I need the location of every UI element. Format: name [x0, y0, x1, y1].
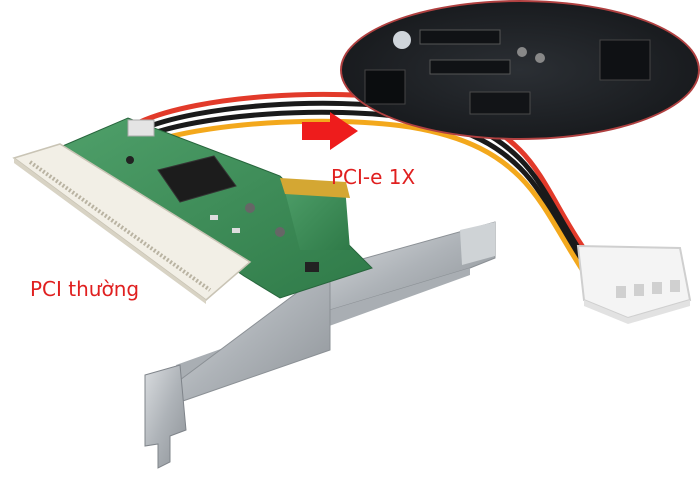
pci-slot — [12, 143, 252, 304]
molex-connector — [576, 244, 692, 324]
pcie-1x-label: PCI-e 1X — [331, 165, 416, 189]
arrow-right-icon — [302, 112, 358, 150]
pcb-card — [56, 117, 373, 299]
pci-label: PCI thường — [30, 277, 140, 301]
motherboard-inset — [340, 0, 700, 140]
metal-bracket — [144, 221, 496, 469]
